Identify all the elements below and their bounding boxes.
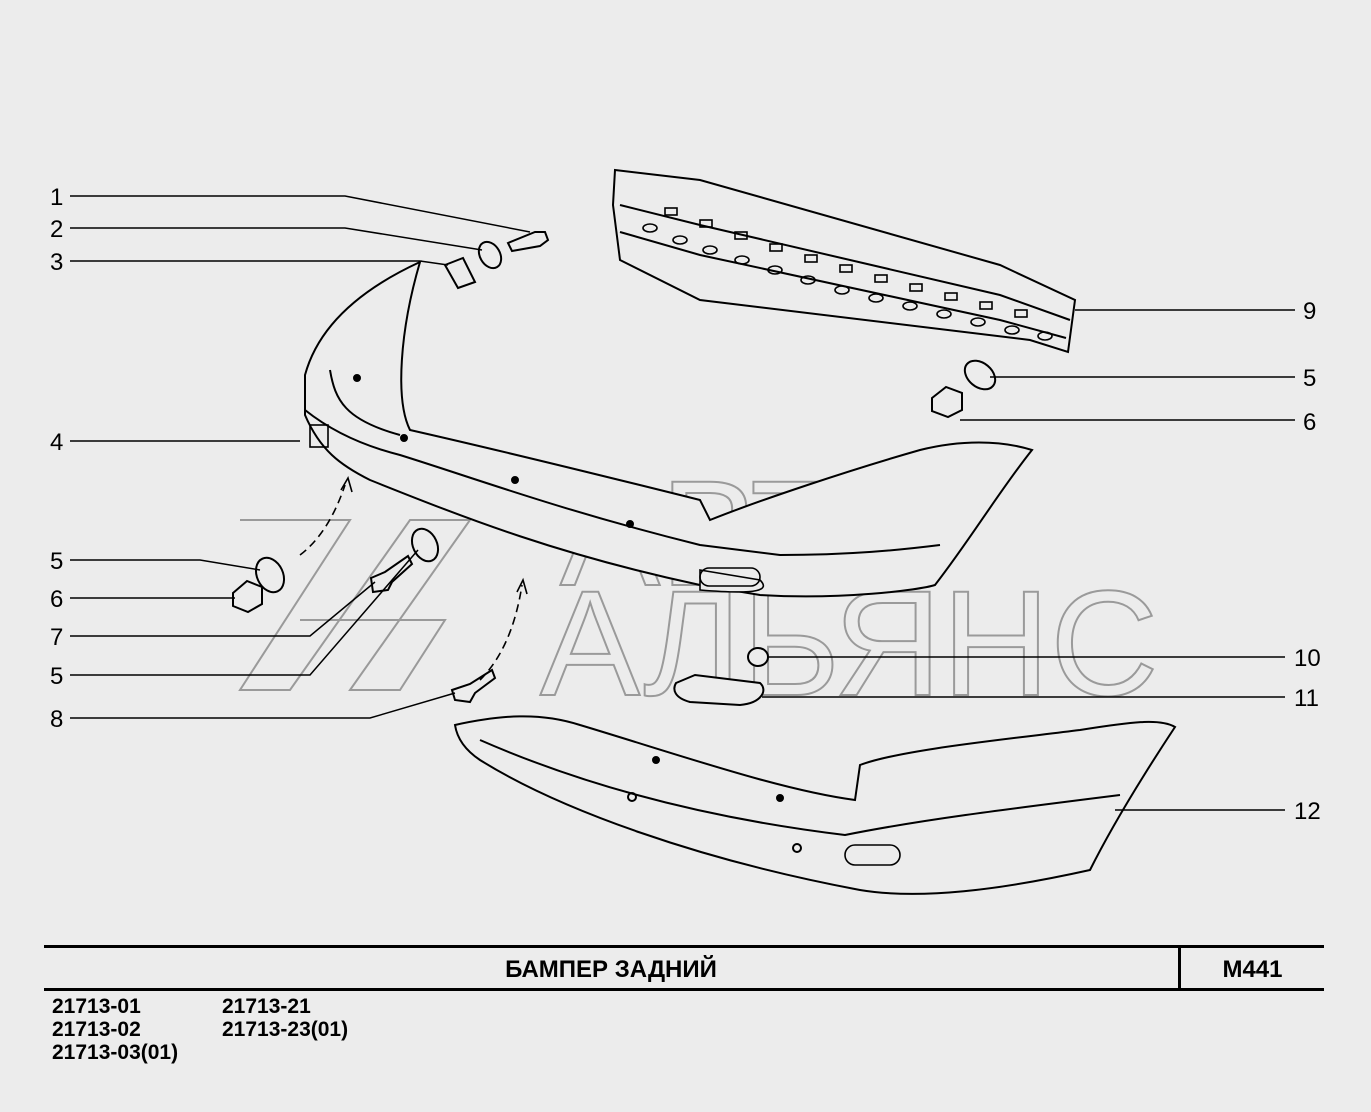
callout-10: 10 [1294, 645, 1321, 672]
model-code: 21713-03(01) [52, 1041, 179, 1064]
callout-4: 4 [50, 429, 63, 456]
title-block: БАМПЕР ЗАДНИЙ М441 [44, 945, 1324, 991]
title-divider [1178, 948, 1181, 988]
callout-8: 8 [50, 706, 63, 733]
callout-1: 1 [50, 184, 63, 211]
model-code: 21713-01 [52, 995, 141, 1018]
watermark-logo-icon [238, 519, 472, 691]
callouts-right: 9 5 6 10 11 12 [1294, 298, 1321, 825]
callout-11: 11 [1294, 685, 1319, 712]
model-list-col-2: 21713-21 21713-23(01) [222, 995, 348, 1041]
callout-3: 3 [50, 249, 63, 276]
leader-lines [70, 195, 1295, 811]
part-bumper-cover [453, 715, 1177, 895]
callout-6b: 6 [1303, 409, 1316, 436]
callout-2: 2 [50, 216, 63, 243]
part-washer-5a [254, 556, 286, 594]
part-washer-5b [410, 527, 440, 563]
callout-7: 7 [50, 624, 63, 651]
part-screw-1 [506, 231, 550, 253]
part-reflector-11 [673, 673, 765, 707]
model-code: 21713-23(01) [222, 1018, 349, 1041]
model-code: 21713-21 [222, 995, 311, 1018]
callout-6a: 6 [50, 586, 63, 613]
callout-5c: 5 [1303, 365, 1316, 392]
part-reinforcement-beam [611, 168, 1077, 354]
part-nut-10 [747, 647, 769, 667]
part-nut-6b [931, 385, 963, 419]
part-washer-2 [477, 240, 503, 270]
part-clip-3 [443, 256, 477, 290]
part-nut-6a [232, 579, 263, 614]
model-list-col-1: 21713-01 21713-02 21713-03(01) [52, 995, 178, 1064]
model-code: 21713-02 [52, 1018, 141, 1041]
diagram-code: М441 [1222, 956, 1283, 983]
part-bumper-frame [304, 260, 1034, 598]
part-rivet-8 [450, 668, 497, 704]
part-washer-5c [963, 359, 997, 391]
fasteners [232, 231, 997, 707]
callout-5b: 5 [50, 663, 63, 690]
callouts-left: 1 2 3 4 5 6 7 5 8 [50, 184, 63, 733]
callout-5a: 5 [50, 548, 63, 575]
callout-12: 12 [1294, 798, 1321, 825]
part-bolt-7 [369, 554, 414, 594]
callout-9: 9 [1303, 298, 1316, 325]
diagram-title: БАМПЕР ЗАДНИЙ [505, 956, 717, 983]
